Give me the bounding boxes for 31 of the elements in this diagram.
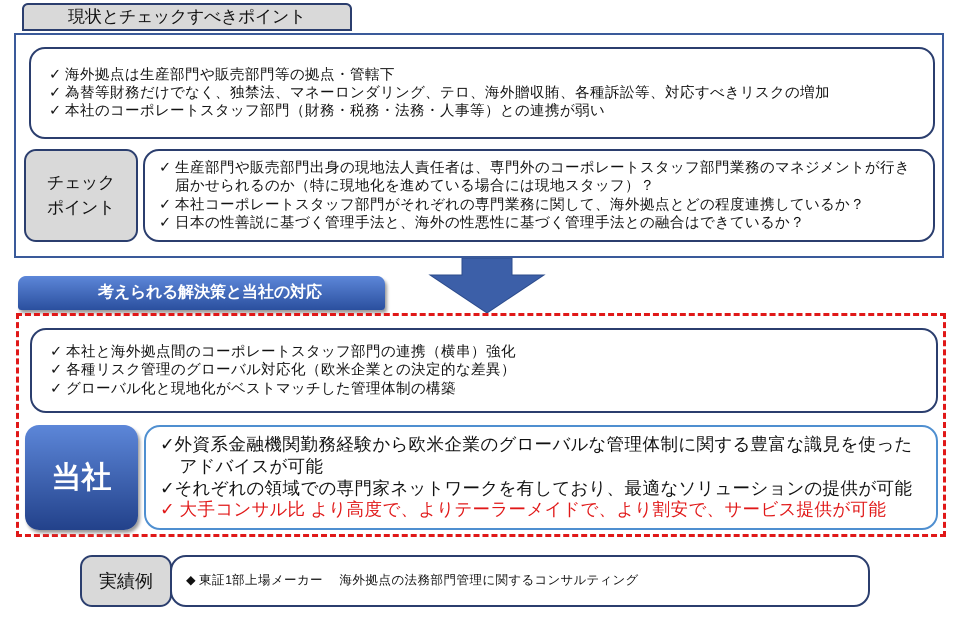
- list-item: ✓ 生産部門や販売部門出身の現地法人責任者は、専門外のコーポレートスタッフ部門業務のマネジメントが行き届かせられるのか（特に現地化を進めている場合には現地スタッフ）？: [159, 159, 912, 196]
- label-box: [24, 149, 138, 242]
- list-item: ✓ 大手コンサル比 より高度で、よりテーラーメイドで、より割安で、サービス提供が可能: [160, 499, 888, 522]
- label-text: 実績例: [99, 570, 153, 593]
- section-frame: [16, 313, 946, 537]
- heading-tab: [18, 276, 385, 310]
- text-box: [29, 47, 935, 139]
- label-text: 当社: [52, 460, 112, 496]
- arrow: [428, 258, 546, 314]
- heading-tab: [22, 3, 352, 31]
- list-item: ✓外資系金融機関勤務経験から欧米企業のグローバルな管理体制に関する豊富な識見を使ったアドバイスが可能: [160, 434, 914, 478]
- section-frame: [14, 33, 944, 258]
- label-box: [80, 555, 172, 607]
- text-box: [170, 555, 870, 607]
- heading: 考えられる解決策と当社の対応: [98, 282, 323, 303]
- list-item: ✓ グローバル化と現地化がベストマッチした管理体制の構築: [50, 380, 458, 398]
- list-item: ✓ 海外拠点は生産部門や販売部門等の拠点・管轄下: [49, 66, 396, 84]
- list-item: ✓ 日本の性善説に基づく管理手法と、海外の性悪性に基づく管理手法との融合はできているか？: [159, 214, 806, 232]
- list-item: ✓ 各種リスク管理のグローバル対応化（欧米企業との決定的な差異）: [50, 361, 518, 380]
- label-text: チェックポイント: [46, 172, 116, 218]
- list-item: ✓ 為替等財務だけでなく、独禁法、マネーロンダリング、テロ、海外贈収賄、各種訴訟等、対応すべきリスクの増加: [49, 84, 832, 102]
- list-item: ✓ 本社のコーポレートスタッフ部門（財務・税務・法務・人事等）との連携が弱い: [49, 102, 606, 120]
- list-item: ✓ 本社コーポレートスタッフ部門がそれぞれの専門業務に関して、海外拠点とどの程度連携しているか？: [159, 196, 866, 214]
- heading: 現状とチェックすべきポイント: [67, 6, 307, 28]
- list-item: ◆ 東証1部上場メーカー 海外拠点の法務部門管理に関するコンサルティング: [186, 573, 640, 589]
- label-box: [25, 425, 138, 530]
- text-box: [143, 149, 935, 242]
- text-box: [144, 425, 938, 530]
- list-item: ✓ 本社と海外拠点間のコーポレートスタッフ部門の連携（横串）強化: [50, 343, 518, 362]
- text-box: [30, 328, 938, 413]
- list-item: ✓それぞれの領域での専門家ネットワークを有しており、最適なソリューションの提供が可能: [160, 478, 914, 500]
